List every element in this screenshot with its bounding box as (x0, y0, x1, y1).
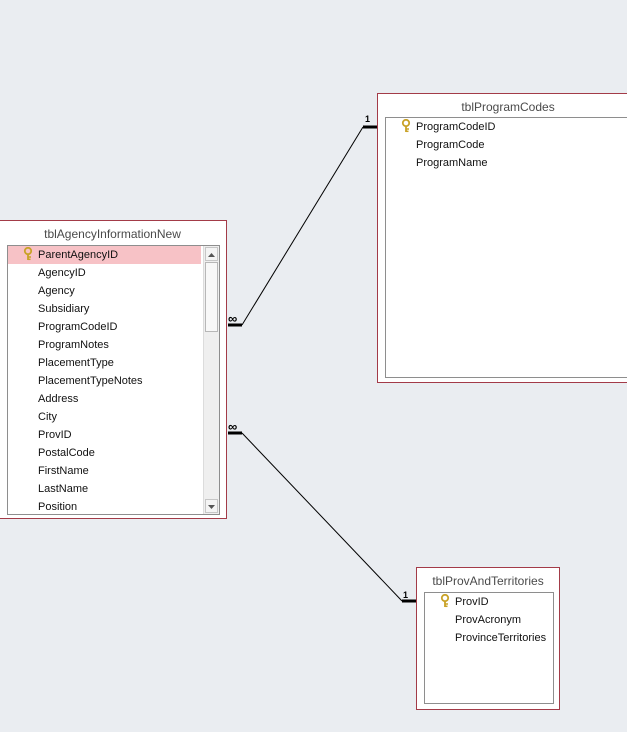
field-row[interactable]: LastName (8, 480, 201, 498)
field-name: PlacementType (38, 357, 114, 369)
primary-key-icon (440, 594, 450, 608)
vertical-scrollbar[interactable] (203, 246, 219, 514)
field-name: Address (38, 393, 79, 405)
arrow-down-icon (208, 505, 215, 509)
primary-key-icon (23, 247, 33, 261)
field-name: Agency (38, 285, 75, 297)
field-name: Subsidiary (38, 303, 90, 315)
table-agency-information-new[interactable]: tblAgencyInformationNew ParentAgencyID Ag… (0, 220, 227, 519)
one-label: 1 (365, 114, 370, 124)
field-row[interactable]: PlacementTypeNotes (8, 372, 201, 390)
table-title[interactable]: tblProgramCodes (461, 100, 555, 114)
scroll-thumb[interactable] (205, 262, 218, 332)
field-row[interactable]: Position (8, 498, 201, 514)
relationship-agency-program[interactable]: 1 ∞ (228, 114, 377, 327)
field-row[interactable]: ParentAgencyID (8, 246, 201, 264)
arrow-up-icon (208, 253, 215, 257)
field-name: LastName (38, 483, 89, 495)
field-name: ProgramNotes (38, 339, 109, 351)
field-name: ProvAcronym (455, 614, 522, 626)
field-name: ProvinceTerritories (455, 632, 547, 644)
field-name: ProgramName (416, 157, 488, 169)
field-row[interactable]: Agency (8, 282, 201, 300)
field-row[interactable]: ProvID (8, 426, 201, 444)
primary-key-icon (401, 119, 411, 133)
field-row[interactable]: ProgramCodeID (386, 118, 627, 136)
field-row[interactable]: ProvID (425, 593, 553, 611)
field-name: ProgramCode (416, 139, 485, 151)
one-label: 1 (403, 590, 408, 600)
field-name: PostalCode (38, 447, 95, 459)
field-row[interactable]: PostalCode (8, 444, 201, 462)
field-name: Position (38, 501, 78, 513)
field-name: ProvID (455, 596, 489, 608)
field-row[interactable]: ProvAcronym (425, 611, 553, 629)
field-name: FirstName (38, 465, 89, 477)
field-name: ParentAgencyID (38, 249, 119, 261)
field-row[interactable]: Address (8, 390, 201, 408)
many-label: ∞ (228, 311, 237, 326)
field-row[interactable]: City (8, 408, 201, 426)
table-title[interactable]: tblProvAndTerritories (432, 574, 544, 588)
scroll-up-button[interactable] (205, 247, 218, 261)
field-row[interactable]: ProgramNotes (8, 336, 201, 354)
field-row[interactable]: AgencyID (8, 264, 201, 282)
field-name: ProgramCodeID (38, 321, 118, 333)
field-name: AgencyID (38, 267, 86, 279)
field-name: ProgramCodeID (416, 121, 496, 133)
table-title[interactable]: tblAgencyInformationNew (44, 227, 181, 241)
field-row[interactable]: ProgramName (386, 154, 627, 172)
field-row[interactable]: Subsidiary (8, 300, 201, 318)
many-label: ∞ (228, 419, 237, 434)
field-row[interactable]: FirstName (8, 462, 201, 480)
field-row[interactable]: PlacementType (8, 354, 201, 372)
field-name: PlacementTypeNotes (38, 375, 143, 387)
field-row[interactable]: ProgramCode (386, 136, 627, 154)
field-row[interactable]: ProvinceTerritories (425, 629, 553, 647)
field-name: City (38, 411, 57, 423)
scroll-down-button[interactable] (205, 499, 218, 513)
field-name: ProvID (38, 429, 72, 441)
relationship-agency-prov[interactable]: ∞ 1 (228, 419, 416, 603)
field-row[interactable]: ProgramCodeID (8, 318, 201, 336)
